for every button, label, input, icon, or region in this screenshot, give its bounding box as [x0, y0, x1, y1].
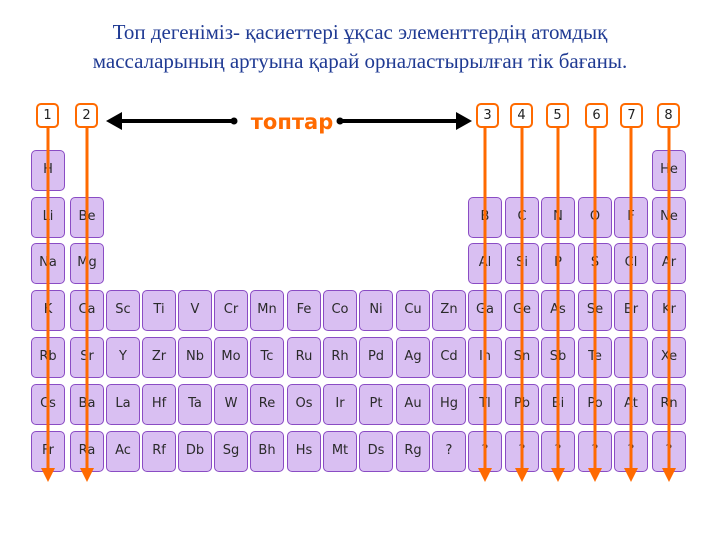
element-cell: Cr [214, 290, 248, 331]
group-arrow-head [588, 468, 602, 482]
element-cell: Ti [142, 290, 176, 331]
title-line-2: массаларының артуына қарай орналастырылғ… [92, 49, 628, 73]
element-cell: Y [106, 337, 140, 378]
element-cell: Tc [250, 337, 284, 378]
element-cell: Ni [359, 290, 393, 331]
element-cell: Ds [359, 431, 393, 472]
group-number-box: 3 [476, 103, 499, 128]
group-arrow-head [551, 468, 565, 482]
element-cell: Db [178, 431, 212, 472]
element-cell: Mt [323, 431, 357, 472]
group-arrow-head [478, 468, 492, 482]
element-cell: Mn [250, 290, 284, 331]
element-cell: Ta [178, 384, 212, 425]
group-number-box: 6 [585, 103, 608, 128]
group-number-box: 2 [75, 103, 98, 128]
group-arrow-head [80, 468, 94, 482]
element-cell: Cu [396, 290, 430, 331]
group-arrow-head [41, 468, 55, 482]
element-cell: Rh [323, 337, 357, 378]
element-cell: Ac [106, 431, 140, 472]
element-cell: Rf [142, 431, 176, 472]
element-cell: ? [432, 431, 466, 472]
element-cell: V [178, 290, 212, 331]
element-cell: Re [250, 384, 284, 425]
element-cell: Ag [396, 337, 430, 378]
element-cell: Zn [432, 290, 466, 331]
group-number-box: 5 [546, 103, 569, 128]
element-cell: Co [323, 290, 357, 331]
double-arrow-head-left [106, 112, 122, 130]
groups-label: топтар [250, 110, 334, 134]
group-arrows [41, 128, 676, 482]
element-cell: Nb [178, 337, 212, 378]
group-arrow-head [515, 468, 529, 482]
double-arrow-dot-right [336, 117, 344, 125]
title-line-1: Топ дегеніміз- қасиеттері ұқсас элементт… [112, 20, 608, 44]
groups-double-arrow [106, 112, 472, 130]
element-cell: Pd [359, 337, 393, 378]
group-number-box: 4 [510, 103, 533, 128]
element-cell: Bh [250, 431, 284, 472]
group-number-box: 7 [620, 103, 643, 128]
element-cell: Ru [287, 337, 321, 378]
slide-title: Топ дегеніміз- қасиеттері ұқсас элементт… [20, 18, 700, 76]
element-cell: W [214, 384, 248, 425]
element-cell: Au [396, 384, 430, 425]
element-cell: Os [287, 384, 321, 425]
double-arrow-dot-left [230, 117, 238, 125]
element-cell: Fe [287, 290, 321, 331]
element-cell: Sc [106, 290, 140, 331]
element-cell: Hg [432, 384, 466, 425]
element-cell: Mo [214, 337, 248, 378]
element-cell: Rg [396, 431, 430, 472]
group-arrow-head [624, 468, 638, 482]
element-cell: Ir [323, 384, 357, 425]
group-number-box: 1 [36, 103, 59, 128]
element-cell: Pt [359, 384, 393, 425]
element-cell: Hs [287, 431, 321, 472]
group-arrow-head [662, 468, 676, 482]
element-cell: Hf [142, 384, 176, 425]
element-cell: Cd [432, 337, 466, 378]
element-cell: Zr [142, 337, 176, 378]
element-cell: La [106, 384, 140, 425]
group-number-box: 8 [657, 103, 680, 128]
double-arrow-head-right [456, 112, 472, 130]
element-cell: Sg [214, 431, 248, 472]
